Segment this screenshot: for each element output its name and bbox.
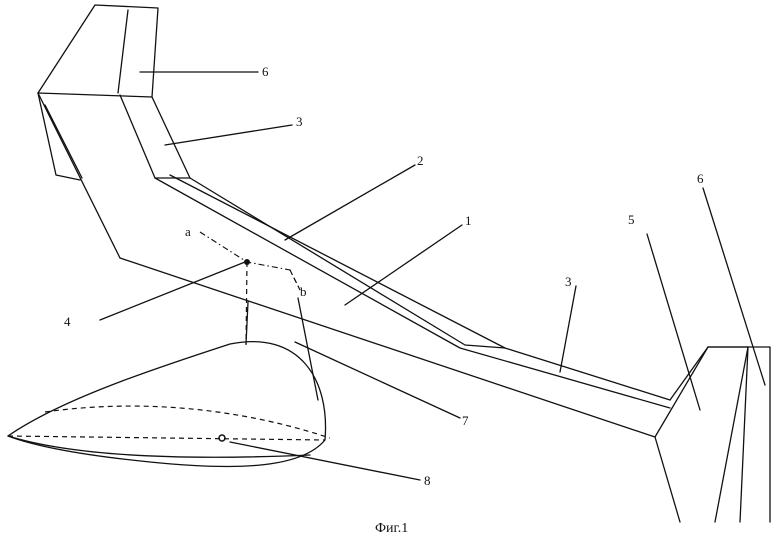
wing-body xyxy=(119,94,671,438)
pivot-axis: a b xyxy=(185,224,307,299)
label-8: 8 xyxy=(424,473,431,488)
label-7: 7 xyxy=(462,413,469,428)
label-6-right: 6 xyxy=(697,171,704,186)
left-wing-fin xyxy=(37,4,159,259)
figure-caption: Фиг.1 xyxy=(375,521,408,536)
label-5: 5 xyxy=(628,212,635,227)
label-3-right: 3 xyxy=(565,274,572,289)
gondola-center-mark xyxy=(218,434,226,442)
right-wing-fin xyxy=(654,346,771,523)
label-3-left: 3 xyxy=(296,114,303,129)
label-2: 2 xyxy=(417,153,424,168)
label-1: 1 xyxy=(465,213,472,228)
label-6-left: 6 xyxy=(262,64,269,79)
gondola xyxy=(7,341,331,468)
pivot-label-a: a xyxy=(185,224,191,239)
leader-lines xyxy=(99,71,766,481)
pivot-label-b: b xyxy=(300,284,307,299)
pylon xyxy=(245,261,319,401)
label-4: 4 xyxy=(64,314,71,329)
